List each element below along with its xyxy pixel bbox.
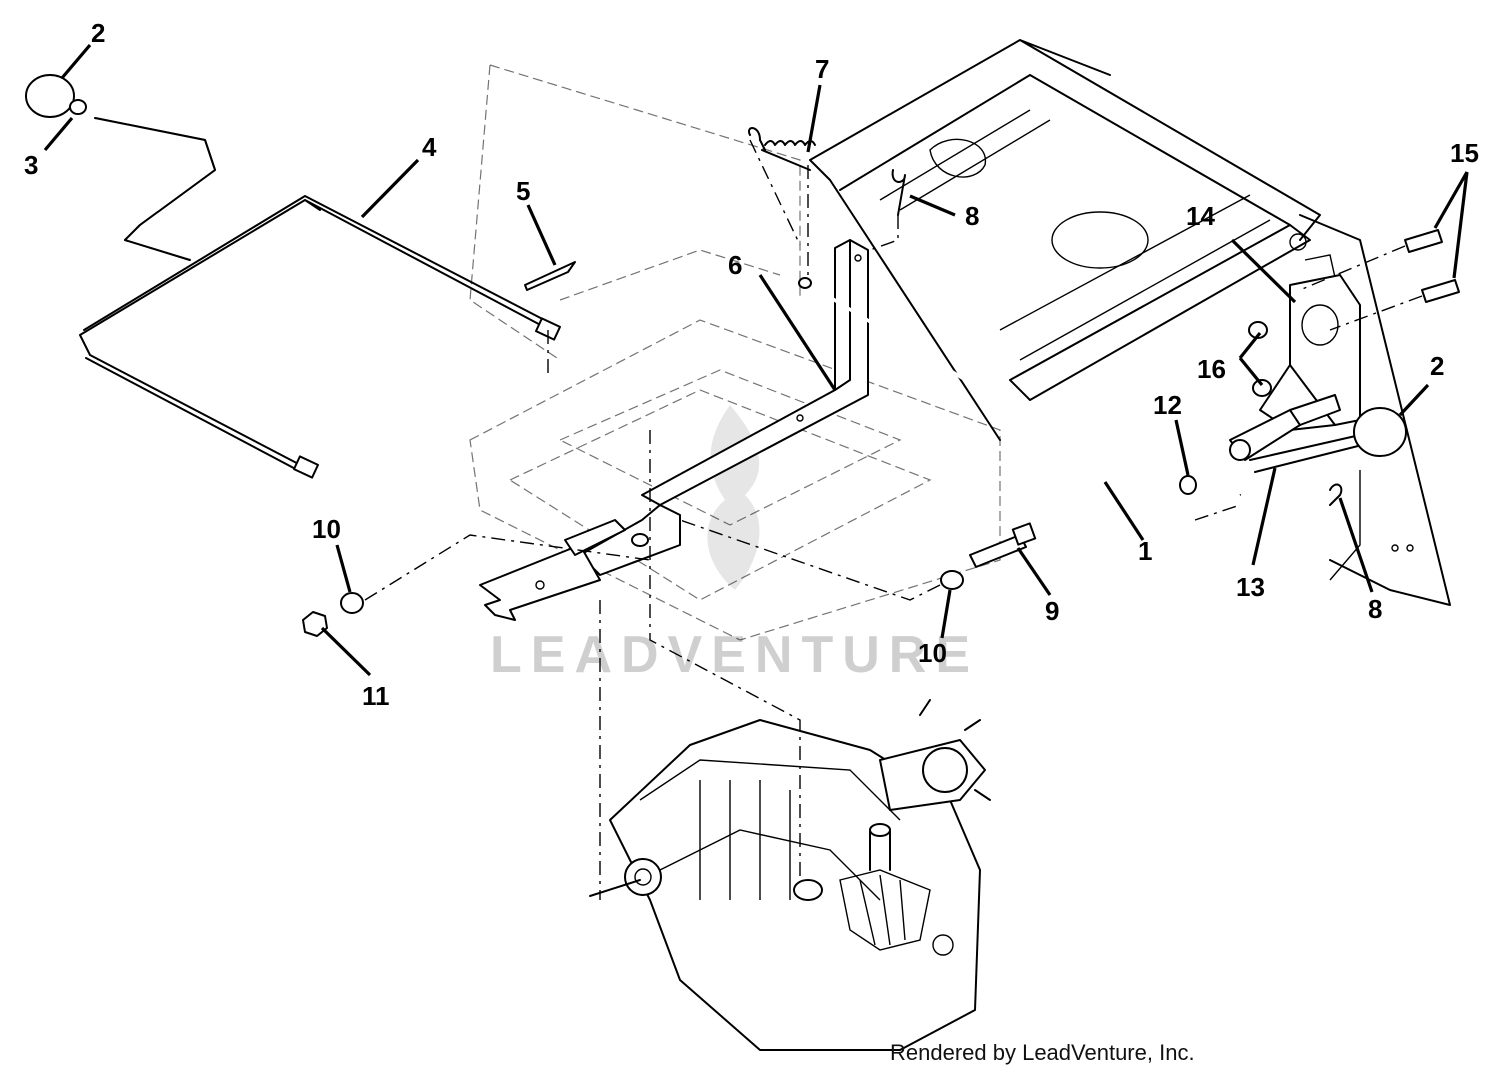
callout-8-bottom: 8 <box>1368 594 1382 624</box>
part-2-knob-left <box>25 74 87 118</box>
callout-5: 5 <box>516 176 530 206</box>
callout-2-left: 2 <box>91 18 105 48</box>
part-8-clip-top <box>869 169 906 251</box>
part-12-clip <box>1179 475 1197 495</box>
callouts: 2 3 4 5 7 6 8 15 14 16 2 12 1 13 8 10 11… <box>24 18 1479 711</box>
part-10-bushing-right <box>940 570 964 590</box>
part-6-bracket <box>479 239 869 621</box>
callout-7: 7 <box>815 54 829 84</box>
part-10-bushing-left <box>340 592 364 614</box>
callout-14: 14 <box>1186 201 1215 231</box>
part-7-spring <box>748 127 816 280</box>
callout-16: 16 <box>1197 354 1226 384</box>
part-1-rod <box>798 277 1241 522</box>
callout-3: 3 <box>24 150 38 180</box>
part-8-clip-bottom <box>1329 483 1343 506</box>
part-5-cotter-pin <box>524 261 576 375</box>
callout-6: 6 <box>728 250 742 280</box>
part-11-nut <box>302 611 328 637</box>
callout-13: 13 <box>1236 572 1265 602</box>
callout-10-left: 10 <box>312 514 341 544</box>
callout-10-right: 10 <box>918 638 947 668</box>
callout-11: 11 <box>362 681 390 711</box>
part-2-knob-right <box>1353 407 1407 457</box>
part-15-bolts <box>1299 229 1460 331</box>
part-9-bolt <box>969 522 1037 568</box>
callout-9: 9 <box>1045 596 1059 626</box>
assembly-line-right <box>649 430 941 880</box>
credit-text: Rendered by LeadVenture, Inc. <box>890 1040 1195 1065</box>
part-4-rod <box>79 117 562 479</box>
callout-8-top: 8 <box>965 201 979 231</box>
assembly-line-left <box>364 534 651 900</box>
callout-12: 12 <box>1153 390 1182 420</box>
callout-4: 4 <box>422 132 437 162</box>
callout-1: 1 <box>1138 536 1152 566</box>
callout-2-right: 2 <box>1430 351 1444 381</box>
leader-lines <box>43 43 1469 677</box>
callout-15: 15 <box>1450 138 1479 168</box>
part-13-lever <box>1229 394 1363 473</box>
transaxle <box>589 699 991 1051</box>
watermark-text: LEADVENTURE <box>490 626 979 684</box>
